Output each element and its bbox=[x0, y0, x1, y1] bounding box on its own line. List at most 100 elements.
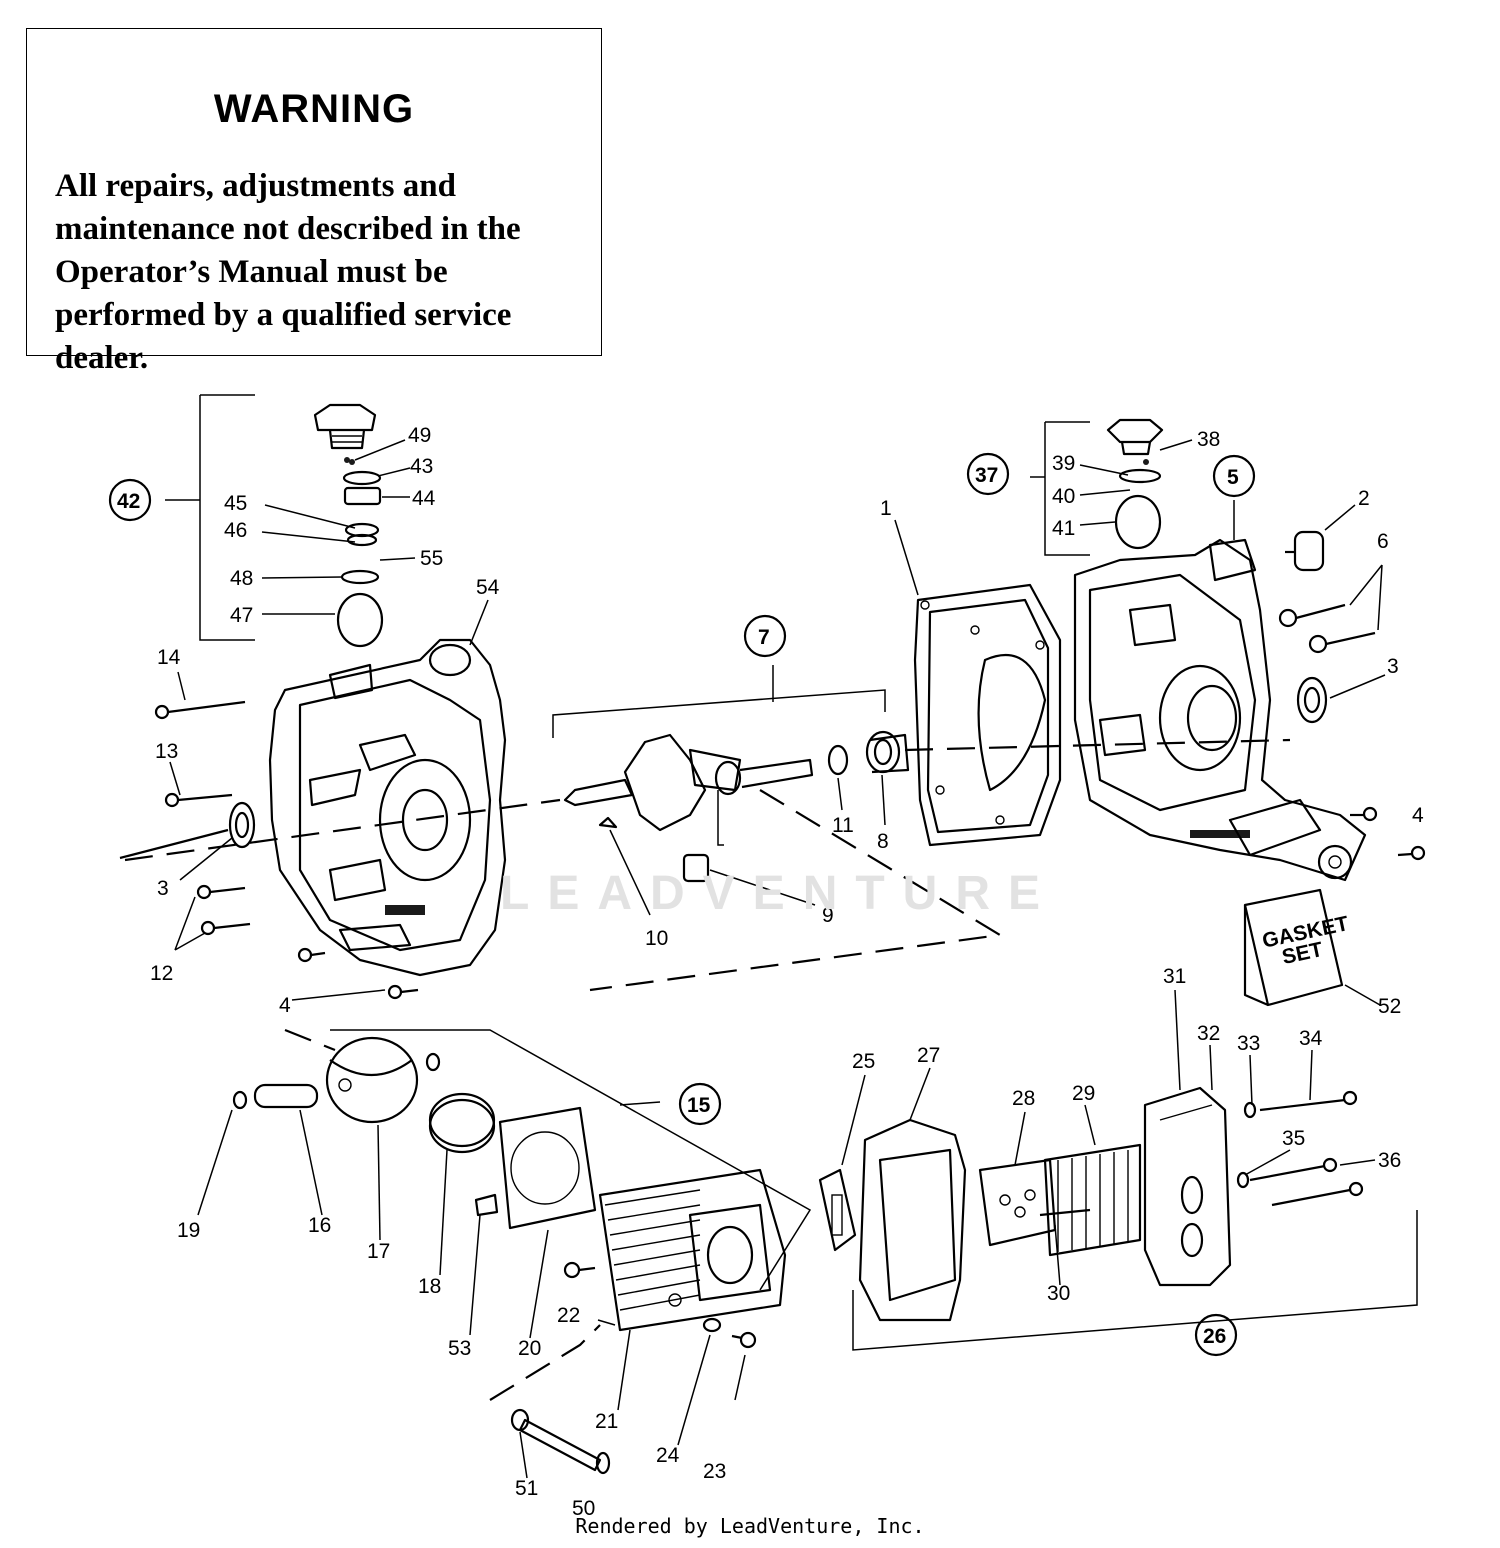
callout-29: 29 bbox=[1072, 1082, 1095, 1105]
crankshaft-assembly-7 bbox=[552, 665, 910, 883]
cylinder-bracket-15 bbox=[330, 1029, 812, 1291]
fuel-cap-assembly-37 bbox=[1030, 418, 1164, 556]
callout-27: 27 bbox=[917, 1044, 940, 1067]
seal-3-right bbox=[1296, 676, 1328, 724]
callout-54: 54 bbox=[476, 576, 500, 599]
watermark: LEADVENTURE bbox=[500, 867, 1059, 920]
circled-callout-26: 26 bbox=[1203, 1325, 1226, 1348]
circled-callout-37: 37 bbox=[975, 464, 998, 487]
callout-20: 20 bbox=[518, 1337, 541, 1360]
callout-55: 55 bbox=[420, 547, 443, 570]
callout-53: 53 bbox=[448, 1337, 471, 1360]
muffler-bracket-26 bbox=[852, 1210, 1418, 1351]
callout-21: 21 bbox=[595, 1410, 618, 1433]
cylinder-21 bbox=[598, 1168, 787, 1332]
callout-46: 46 bbox=[224, 519, 247, 542]
circled-callout-7: 7 bbox=[758, 626, 770, 649]
callout-19: 19 bbox=[177, 1219, 200, 1242]
callout-17: 17 bbox=[367, 1240, 390, 1263]
callout-numbers: 1 2 3 3 4 4 4 6 8 9 10 11 12 13 14 16 17… bbox=[150, 424, 1424, 1520]
callout-13: 13 bbox=[155, 740, 178, 763]
bushing-2 bbox=[1285, 530, 1325, 572]
warning-box: WARNING All repairs, adjustments and mai… bbox=[26, 28, 602, 376]
callout-12: 12 bbox=[150, 962, 173, 985]
spark-plug-50 bbox=[510, 1408, 611, 1475]
screws-33-34-35-36 bbox=[1236, 1090, 1364, 1207]
callout-36: 36 bbox=[1378, 1149, 1401, 1172]
callout-3-right: 3 bbox=[1387, 655, 1399, 678]
callout-31: 31 bbox=[1163, 965, 1186, 988]
callout-2: 2 bbox=[1358, 487, 1370, 510]
piston-rings-18 bbox=[428, 1092, 496, 1154]
callout-45: 45 bbox=[224, 492, 247, 515]
callout-4-right-a: 4 bbox=[1412, 804, 1424, 827]
callout-34: 34 bbox=[1299, 1027, 1323, 1050]
bracket-53 bbox=[474, 1193, 499, 1217]
washer-24 bbox=[702, 1317, 722, 1333]
screws-4-left bbox=[297, 947, 419, 1000]
circled-callout-5: 5 bbox=[1227, 466, 1239, 489]
muffler-gasket-25 bbox=[818, 1168, 857, 1252]
callout-49: 49 bbox=[408, 424, 431, 447]
callout-25: 25 bbox=[852, 1050, 875, 1073]
gasket-set-label: GASKET SET bbox=[1260, 912, 1351, 969]
warning-title: WARNING bbox=[213, 87, 415, 131]
cylinder-axis bbox=[284, 1028, 336, 1052]
clip-upper bbox=[425, 1052, 441, 1072]
callout-47: 47 bbox=[230, 604, 253, 627]
callout-30: 30 bbox=[1047, 1282, 1070, 1305]
seal-3-left bbox=[119, 801, 256, 860]
spark-plug-axis bbox=[489, 1324, 601, 1401]
crankcase-gasket-1 bbox=[913, 583, 1062, 847]
callout-8: 8 bbox=[877, 830, 889, 853]
clip-19 bbox=[232, 1090, 248, 1110]
spark-screen-29 bbox=[1043, 1143, 1142, 1257]
callout-52: 52 bbox=[1378, 995, 1401, 1018]
callout-22: 22 bbox=[557, 1304, 580, 1327]
bolts-6 bbox=[1278, 603, 1376, 654]
callout-50: 50 bbox=[572, 1497, 595, 1520]
callout-14: 14 bbox=[157, 646, 181, 669]
left-crankcase bbox=[268, 638, 507, 977]
callout-24: 24 bbox=[656, 1444, 680, 1467]
callout-4-left: 4 bbox=[279, 994, 291, 1017]
centerline-crank-right bbox=[904, 738, 1291, 752]
circled-callouts: 42 7 37 5 15 26 bbox=[108, 452, 1256, 1357]
circled-callout-42: 42 bbox=[117, 490, 140, 513]
callout-43: 43 bbox=[410, 455, 433, 478]
callout-10: 10 bbox=[645, 927, 668, 950]
baffle-28 bbox=[978, 1158, 1057, 1247]
cylinder-gasket-20 bbox=[498, 1106, 597, 1230]
callout-38: 38 bbox=[1197, 428, 1220, 451]
leader-lines bbox=[169, 439, 1386, 1479]
centerline-crank bbox=[124, 798, 561, 862]
callout-32: 32 bbox=[1197, 1022, 1220, 1045]
callout-41: 41 bbox=[1052, 517, 1075, 540]
right-crankcase bbox=[1073, 538, 1367, 882]
callout-44: 44 bbox=[412, 487, 436, 510]
piston-17 bbox=[325, 1036, 419, 1124]
bolt-14 bbox=[154, 700, 246, 720]
piston-pin-16 bbox=[253, 1083, 319, 1109]
screws-4-right bbox=[1350, 806, 1426, 861]
screw-23 bbox=[731, 1331, 757, 1349]
screw-22 bbox=[563, 1261, 616, 1326]
callout-33: 33 bbox=[1237, 1032, 1260, 1055]
callout-40: 40 bbox=[1052, 485, 1075, 508]
gasket-set-box-52 bbox=[1243, 888, 1344, 1007]
screen-retainer-30 bbox=[1039, 1208, 1091, 1217]
footer-credit: Rendered by LeadVenture, Inc. bbox=[575, 1514, 925, 1538]
callout-3-left: 3 bbox=[157, 877, 169, 900]
callout-48: 48 bbox=[230, 567, 253, 590]
callout-23: 23 bbox=[703, 1460, 726, 1483]
warning-body: All repairs, adjustments and maintenance… bbox=[55, 168, 521, 376]
callout-9: 9 bbox=[822, 904, 834, 927]
centerline-lower bbox=[589, 789, 1004, 992]
callout-16: 16 bbox=[308, 1214, 331, 1237]
callout-18: 18 bbox=[418, 1275, 441, 1298]
callout-35: 35 bbox=[1282, 1127, 1305, 1150]
muffler-body-27 bbox=[858, 1118, 967, 1322]
bolt-13 bbox=[164, 792, 233, 808]
